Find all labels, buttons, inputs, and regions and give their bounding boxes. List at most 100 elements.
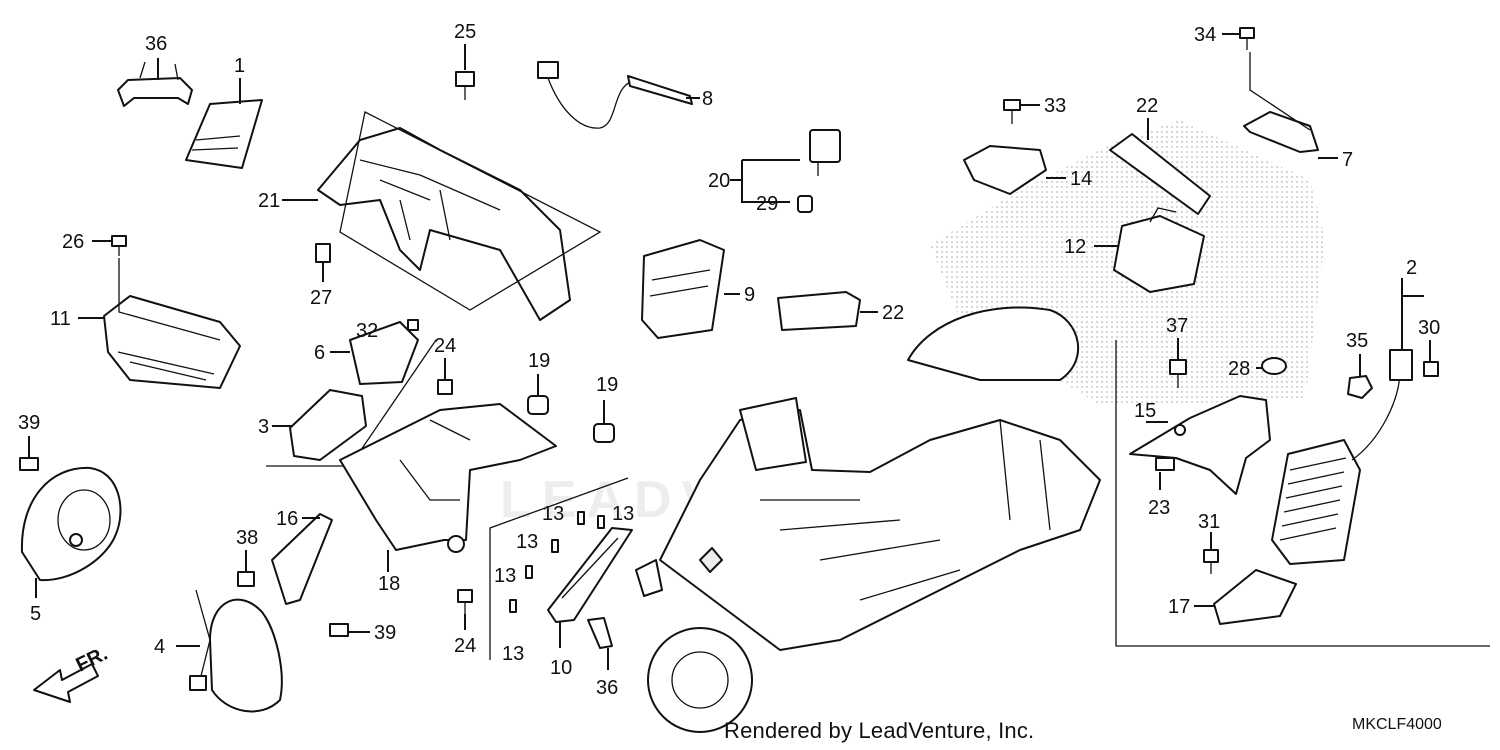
divider-line (349, 339, 437, 467)
part-9-ecm[interactable] (641, 239, 725, 339)
callout-15[interactable]: 15 (1134, 400, 1156, 422)
part-25-bolt[interactable] (455, 71, 475, 100)
part-24-bolt-lower[interactable] (457, 589, 473, 614)
part-1-module[interactable] (185, 99, 263, 169)
part-6-relay-box[interactable] (349, 321, 419, 385)
part-33-bolt[interactable] (1003, 99, 1021, 124)
callout-32[interactable]: 32 (356, 320, 378, 342)
callout-16[interactable]: 16 (276, 508, 298, 530)
part-39-bolt-upper[interactable] (19, 457, 39, 471)
part-12-module[interactable] (1113, 207, 1205, 293)
part-38-bolt[interactable] (237, 571, 255, 587)
callout-12[interactable]: 12 (1064, 236, 1086, 258)
callout-13a[interactable]: 13 (542, 503, 564, 525)
callout-3[interactable]: 3 (258, 416, 269, 438)
callout-13b[interactable]: 13 (612, 503, 634, 525)
part-24-bolt-upper[interactable] (437, 379, 453, 395)
front-direction-arrow (33, 663, 99, 703)
part-27-clip[interactable] (315, 243, 331, 263)
part-22-cover-lower[interactable] (777, 291, 861, 331)
callout-4[interactable]: 4 (154, 636, 165, 658)
callout-8[interactable]: 8 (702, 88, 713, 110)
part-7-bracket[interactable] (1243, 52, 1319, 153)
part-39-bolt-lower[interactable] (329, 623, 349, 637)
callout-29[interactable]: 29 (756, 193, 778, 215)
callout-6[interactable]: 6 (314, 342, 325, 364)
callout-39a[interactable]: 39 (18, 412, 40, 434)
callout-31[interactable]: 31 (1198, 511, 1220, 533)
part-16-horn-bracket[interactable] (271, 513, 333, 605)
render-credit: Rendered by LeadVenture, Inc. (724, 718, 1035, 743)
leader-20-29 (741, 160, 790, 203)
callout-17[interactable]: 17 (1168, 596, 1190, 618)
part-34-screw[interactable] (1239, 27, 1255, 50)
part-20-relay[interactable] (809, 129, 841, 176)
part-31-screw[interactable] (1203, 549, 1219, 574)
part-14-sensor[interactable] (963, 145, 1047, 195)
callout-7[interactable]: 7 (1342, 149, 1353, 171)
callout-25[interactable]: 25 (454, 21, 476, 43)
part-4-horn[interactable] (189, 589, 283, 713)
part-18-mount-bracket[interactable] (339, 403, 557, 553)
callout-36b[interactable]: 36 (596, 677, 618, 699)
callout-21[interactable]: 21 (258, 190, 280, 212)
leader-2 (1401, 278, 1424, 350)
callout-9[interactable]: 9 (744, 284, 755, 306)
callout-37[interactable]: 37 (1166, 315, 1188, 337)
part-15-stay[interactable] (1129, 395, 1271, 495)
callout-33[interactable]: 33 (1044, 95, 1066, 117)
callout-30[interactable]: 30 (1418, 317, 1440, 339)
callout-18[interactable]: 18 (378, 573, 400, 595)
part-35-nut[interactable] (1347, 375, 1373, 399)
callout-13c[interactable]: 13 (516, 531, 538, 553)
part-2-regulator-rectifier[interactable] (1271, 349, 1413, 565)
callout-13d[interactable]: 13 (494, 565, 516, 587)
part-19-grommet-b[interactable] (593, 423, 615, 443)
callout-39b[interactable]: 39 (374, 622, 396, 644)
callout-34[interactable]: 34 (1194, 24, 1216, 46)
callout-35[interactable]: 35 (1346, 330, 1368, 352)
part-5-horn[interactable] (20, 466, 122, 582)
part-23-bolt[interactable] (1155, 457, 1175, 471)
part-22-cover-upper[interactable] (1109, 133, 1211, 215)
part-36-bracket[interactable] (117, 61, 193, 107)
callout-2[interactable]: 2 (1406, 257, 1417, 279)
part-29-grommet[interactable] (797, 195, 813, 213)
callout-19b[interactable]: 19 (596, 374, 618, 396)
callout-27[interactable]: 27 (310, 287, 332, 309)
callout-38[interactable]: 38 (236, 527, 258, 549)
callout-19a[interactable]: 19 (528, 350, 550, 372)
callout-11[interactable]: 11 (50, 308, 71, 330)
part-3-relay-unit[interactable] (289, 389, 367, 461)
part-26-screw[interactable] (111, 235, 127, 256)
callout-22a[interactable]: 22 (1136, 95, 1158, 117)
part-28-clamp[interactable] (1261, 357, 1287, 375)
callout-1[interactable]: 1 (234, 55, 245, 77)
callout-13e[interactable]: 13 (502, 643, 524, 665)
part-10-cover[interactable] (547, 527, 633, 623)
callout-24b[interactable]: 24 (454, 635, 476, 657)
callout-36a[interactable]: 36 (145, 33, 167, 55)
part-11-control-unit[interactable] (103, 258, 241, 389)
part-21-bracket-frame[interactable] (317, 111, 602, 321)
callout-28[interactable]: 28 (1228, 358, 1250, 380)
motorcycle-silhouette (647, 306, 1101, 733)
callout-26[interactable]: 26 (62, 231, 84, 253)
part-19-grommet-a[interactable] (527, 395, 549, 415)
part-36-bracket-lower[interactable] (587, 559, 663, 649)
callout-14[interactable]: 14 (1070, 168, 1092, 190)
part-32-screw[interactable] (407, 319, 419, 331)
callout-24a[interactable]: 24 (434, 335, 456, 357)
part-13-clips[interactable] (509, 511, 605, 613)
callout-20[interactable]: 20 (708, 170, 730, 192)
part-30-terminal[interactable] (1423, 361, 1439, 377)
callout-23[interactable]: 23 (1148, 497, 1170, 519)
group-bracket-13 (489, 477, 629, 660)
callout-10[interactable]: 10 (550, 657, 572, 679)
group-bracket-right (1115, 340, 1490, 647)
callout-5[interactable]: 5 (30, 603, 41, 625)
callout-22b[interactable]: 22 (882, 302, 904, 324)
part-8-wire-harness[interactable] (537, 61, 693, 129)
part-17-cover[interactable] (1213, 569, 1297, 625)
